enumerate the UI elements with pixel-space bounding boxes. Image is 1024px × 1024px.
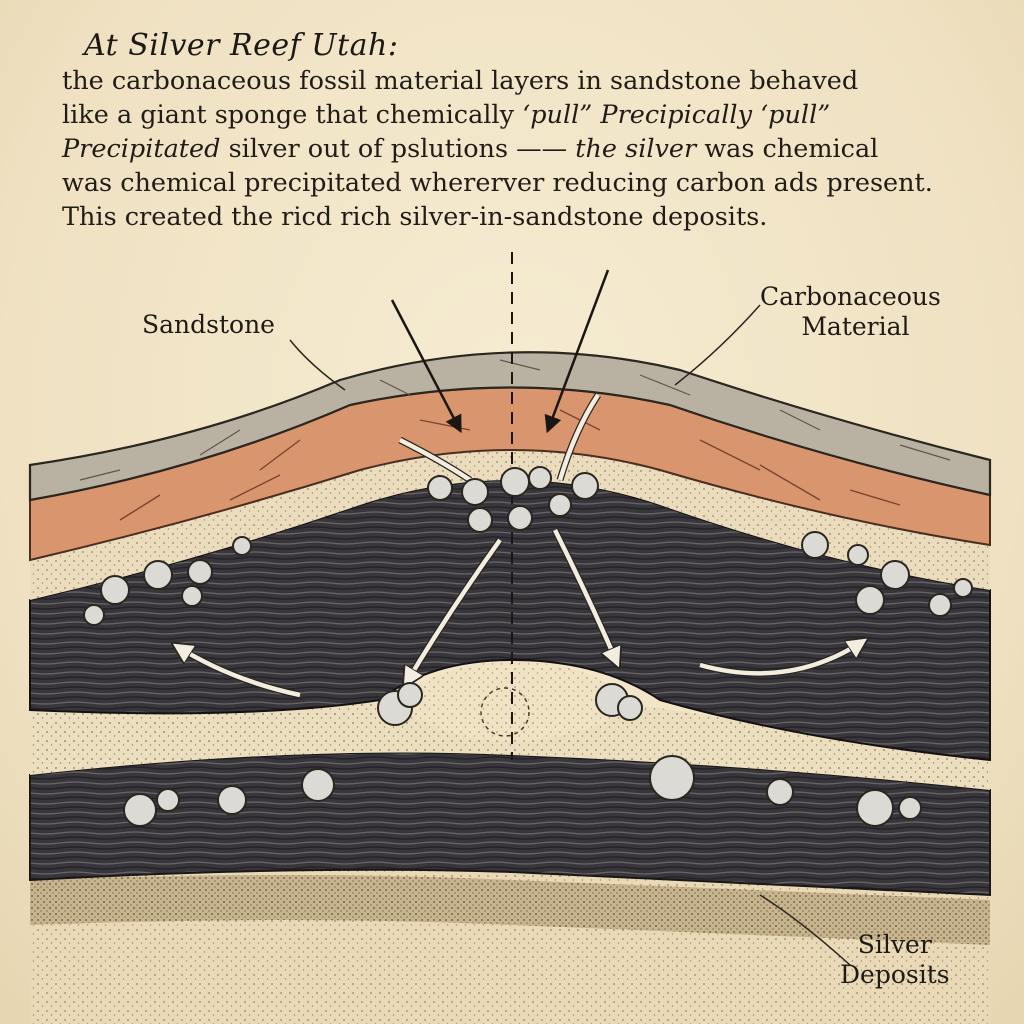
description-line-3-italic-a: Precipitated xyxy=(62,134,221,164)
silver-nugget xyxy=(953,578,973,598)
silver-nugget xyxy=(528,466,552,490)
silver-nugget xyxy=(123,793,157,827)
sandstone-label-text: Sandstone xyxy=(142,310,275,339)
origin-marker xyxy=(480,687,530,737)
silver-nugget xyxy=(928,593,952,617)
sandstone-label: Sandstone xyxy=(142,310,275,340)
silver-nugget xyxy=(301,768,335,802)
silver-nugget xyxy=(880,560,910,590)
carbonaceous-label-line-2: Material xyxy=(801,312,910,341)
description-paragraph: the carbonaceous fossil material layers … xyxy=(62,64,1002,234)
silver-nugget xyxy=(143,560,173,590)
silver-nugget xyxy=(397,682,423,708)
silver-nugget xyxy=(461,478,489,506)
sandstone-leader-line xyxy=(289,339,346,391)
gray-sandstone-cap xyxy=(28,351,992,502)
silver-nugget xyxy=(427,475,453,501)
silver-nugget xyxy=(187,559,213,585)
silver-nugget xyxy=(649,755,695,801)
description-line-3-italic-b: the silver xyxy=(575,134,697,164)
silver-nugget xyxy=(855,585,885,615)
description-line-3-text-a: silver out of p xyxy=(220,134,408,164)
description-line-4: was chemical precipitated whererver redu… xyxy=(62,168,933,198)
silver-nugget xyxy=(571,472,599,500)
silver-nugget xyxy=(766,778,794,806)
description-line-3: Precipitated silver out of pslutions —— … xyxy=(62,132,1002,166)
silver-nugget xyxy=(548,493,572,517)
lower-carbon-layer xyxy=(29,751,991,897)
silver-nugget xyxy=(847,544,869,566)
silver-nugget xyxy=(898,796,922,820)
carbonaceous-leader-line xyxy=(674,304,761,386)
solution-arrow-left xyxy=(390,299,462,434)
diagram-title: At Silver Reef Utah: xyxy=(84,28,399,63)
silver-nugget xyxy=(217,785,247,815)
description-line-2: like a giant sponge that chemically ‘pul… xyxy=(62,98,1002,132)
description-line-1: the carbonaceous fossil material layers … xyxy=(62,66,859,96)
silver-nugget xyxy=(856,789,894,827)
description-line-2-italic: ‘pull” Precipically ‘pull” xyxy=(522,100,831,130)
silver-nugget xyxy=(617,695,643,721)
carbonaceous-material-label: Carbonaceous Material xyxy=(760,282,941,342)
description-line-3-text-b: slutions —— xyxy=(407,134,576,164)
silver-nugget xyxy=(156,788,180,812)
carbonaceous-label-line-1: Carbonaceous xyxy=(760,282,941,311)
silver-nugget xyxy=(83,604,105,626)
silver-leader-line xyxy=(759,894,851,966)
silver-nugget xyxy=(100,575,130,605)
description-line-3-text-c: was chemical xyxy=(696,134,879,164)
description-line-2-text: like a giant sponge that chemically xyxy=(62,100,523,130)
silver-nugget xyxy=(507,505,533,531)
silver-nugget xyxy=(500,467,530,497)
silver-nugget xyxy=(232,536,252,556)
silver-nugget xyxy=(801,531,829,559)
silver-nugget xyxy=(467,507,493,533)
solution-arrow-right xyxy=(544,269,610,434)
silver-label-line-2: Deposits xyxy=(840,960,950,989)
silver-nuggets xyxy=(83,466,973,827)
silver-label-line-1: Silver xyxy=(857,930,932,959)
description-line-5: This created the ricd rich silver-in-san… xyxy=(62,202,768,232)
silver-deposits-label: Silver Deposits xyxy=(840,930,950,990)
silver-nugget xyxy=(181,585,203,607)
